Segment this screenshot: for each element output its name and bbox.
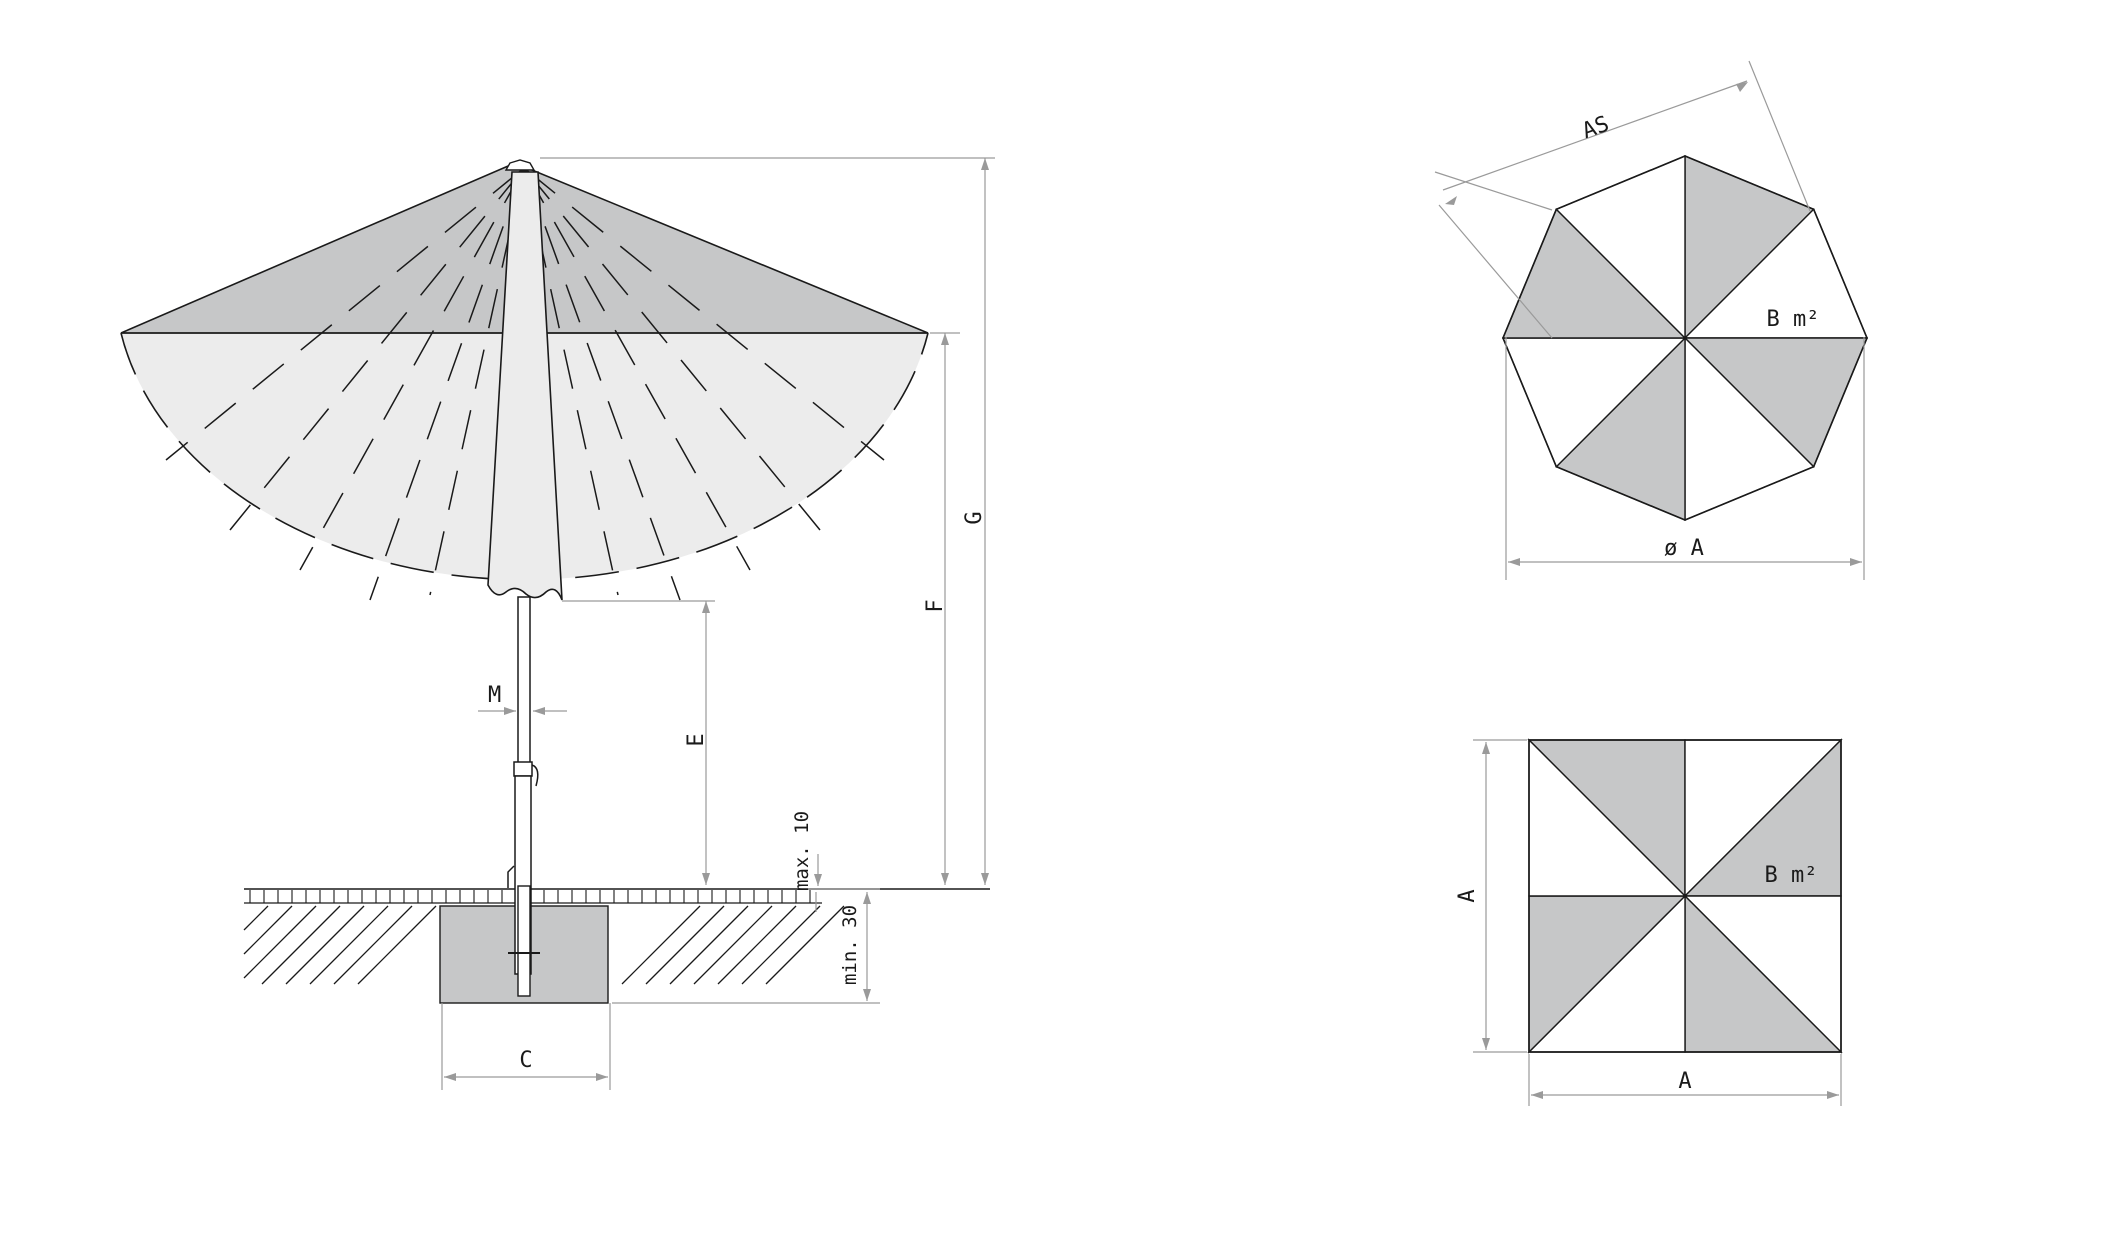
- label-F: F: [923, 599, 948, 612]
- label-max10: max. 10: [791, 811, 813, 891]
- hatch-line: [243, 905, 317, 979]
- octagon-dimensions: [1434, 60, 1865, 580]
- rib-line: [369, 167, 525, 601]
- square-wedges: [1527, 738, 1843, 1054]
- pole: [517, 596, 531, 765]
- rib-line: [229, 167, 525, 531]
- hatch-line: [243, 905, 269, 931]
- hatch-line: [261, 905, 341, 985]
- side-dimension-arrows: [444, 158, 989, 1081]
- octagon-view: AS B m² ø A: [1434, 60, 1869, 580]
- ground-sleeve: [517, 885, 531, 997]
- label-M: M: [488, 683, 501, 708]
- side-dimensions: [441, 157, 995, 1090]
- label-min30: min. 30: [839, 905, 861, 985]
- hatch-line: [741, 905, 821, 985]
- label-diameter: ø A: [1664, 536, 1704, 561]
- hatch-line: [765, 905, 845, 985]
- label-square-side: A: [1455, 889, 1480, 902]
- ground-hatching: [243, 905, 845, 985]
- octagon-outline: [1502, 155, 1868, 521]
- label-square-area: B m²: [1765, 863, 1818, 888]
- side-view: M E F G max. 10 min. 30 C: [120, 157, 995, 1090]
- rib-line: [523, 167, 681, 601]
- canopy-ribs: [165, 167, 885, 601]
- pole-joint: [513, 761, 533, 777]
- label-octagon-area: B m²: [1767, 307, 1820, 332]
- rib-line: [523, 167, 751, 571]
- sleeve-clip: [507, 865, 515, 888]
- closed-fabric: [487, 171, 563, 601]
- square-dimensions: [1473, 739, 1842, 1106]
- hatch-line: [621, 905, 701, 985]
- pole-lever: [531, 764, 539, 787]
- rib-line: [523, 167, 821, 531]
- finial: [504, 159, 536, 171]
- rib-line: [165, 167, 525, 461]
- label-C: C: [519, 1048, 532, 1073]
- hatch-line: [645, 905, 725, 985]
- square-outline: [1528, 739, 1842, 1053]
- hatch-line: [333, 905, 413, 985]
- hatch-line: [669, 905, 749, 985]
- label-square-bottom: A: [1678, 1069, 1691, 1094]
- square-dimension-arrows: [1482, 742, 1839, 1099]
- square-view: A A B m²: [1455, 738, 1843, 1106]
- hatch-line: [309, 905, 389, 985]
- hatch-line: [243, 905, 293, 955]
- hatch-line: [357, 905, 437, 985]
- octagon-wedges: [1501, 154, 1869, 522]
- hatch-line: [717, 905, 797, 985]
- rib-line: [523, 167, 885, 461]
- rib-line: [299, 167, 525, 571]
- label-G: G: [962, 511, 987, 524]
- hatch-line: [285, 905, 365, 985]
- hatch-line: [693, 905, 773, 985]
- octagon-dimension-arrows: [1445, 82, 1862, 566]
- paving-row: [244, 890, 822, 904]
- label-E: E: [684, 733, 709, 746]
